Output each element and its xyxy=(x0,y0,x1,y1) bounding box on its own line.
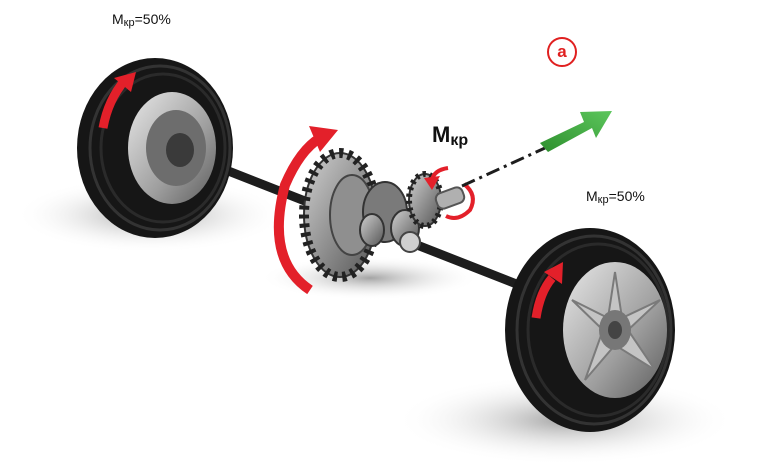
input-direction-arrow xyxy=(540,111,612,152)
left-wheel-torque-label: Mкр=50% xyxy=(112,11,171,29)
ring-gear-arrowhead xyxy=(309,126,338,152)
left-wheel xyxy=(77,58,233,238)
left-wheel-arrowhead xyxy=(114,72,136,92)
ring-gear-rotation-arrow xyxy=(273,133,323,295)
right-wheel-arrowhead xyxy=(544,262,563,284)
diff-shadow xyxy=(260,256,480,300)
input-torque-label: Mкр xyxy=(432,122,469,149)
pinion-rotation-arrow xyxy=(445,182,475,220)
differential-gears xyxy=(359,181,421,253)
right-wheel-rotation-arrow xyxy=(531,275,556,319)
input-drive-line xyxy=(461,146,546,188)
right-wheel-torque-label: Mкр=50% xyxy=(586,188,645,206)
pinion-arrowhead xyxy=(424,176,440,190)
figure-badge: a xyxy=(547,37,577,67)
ring-gear xyxy=(299,148,381,282)
right-wheel xyxy=(505,228,675,432)
